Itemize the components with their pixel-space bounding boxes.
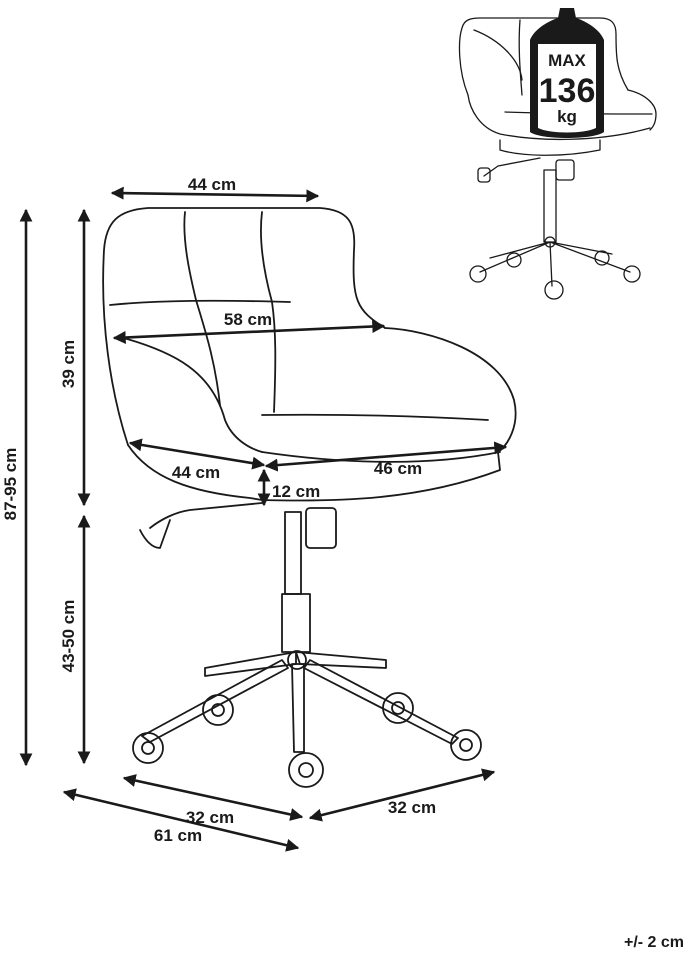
dim-line-base-right bbox=[308, 768, 496, 822]
max-load-unit: kg bbox=[557, 107, 577, 126]
dimension-lines bbox=[19, 186, 508, 852]
dim-line-back-width bbox=[110, 186, 320, 203]
label-seat-thickness: 12 cm bbox=[272, 482, 320, 501]
dim-line-seat-depth-left bbox=[128, 438, 266, 470]
max-load-line1: MAX bbox=[548, 51, 586, 70]
tolerance-note: +/- 2 cm bbox=[624, 934, 684, 951]
label-base-total: 61 cm bbox=[154, 826, 202, 845]
label-back-height: 39 cm bbox=[59, 340, 78, 388]
load-chair-drawing bbox=[458, 17, 657, 300]
dim-line-base-total bbox=[62, 788, 300, 852]
label-total-height: 87-95 cm bbox=[1, 448, 20, 521]
dim-line-seat-depth-right bbox=[264, 441, 508, 472]
dimension-labels: 44 cm 58 cm 44 cm 46 cm 12 cm 39 cm 43-5… bbox=[1, 175, 436, 845]
label-seat-height: 43-50 cm bbox=[59, 600, 78, 673]
label-base-left: 32 cm bbox=[186, 808, 234, 827]
label-seat-depth-left: 44 cm bbox=[172, 463, 220, 482]
label-base-right: 32 cm bbox=[388, 798, 436, 817]
max-load-weight-icon: MAX 136 kg bbox=[530, 8, 604, 138]
label-seat-depth-right: 46 cm bbox=[374, 459, 422, 478]
max-load-value: 136 bbox=[539, 72, 596, 110]
backrest-outline bbox=[102, 207, 386, 446]
label-seat-width: 58 cm bbox=[224, 310, 272, 329]
dim-line-seat-width bbox=[112, 320, 386, 344]
label-back-width: 44 cm bbox=[188, 175, 236, 194]
